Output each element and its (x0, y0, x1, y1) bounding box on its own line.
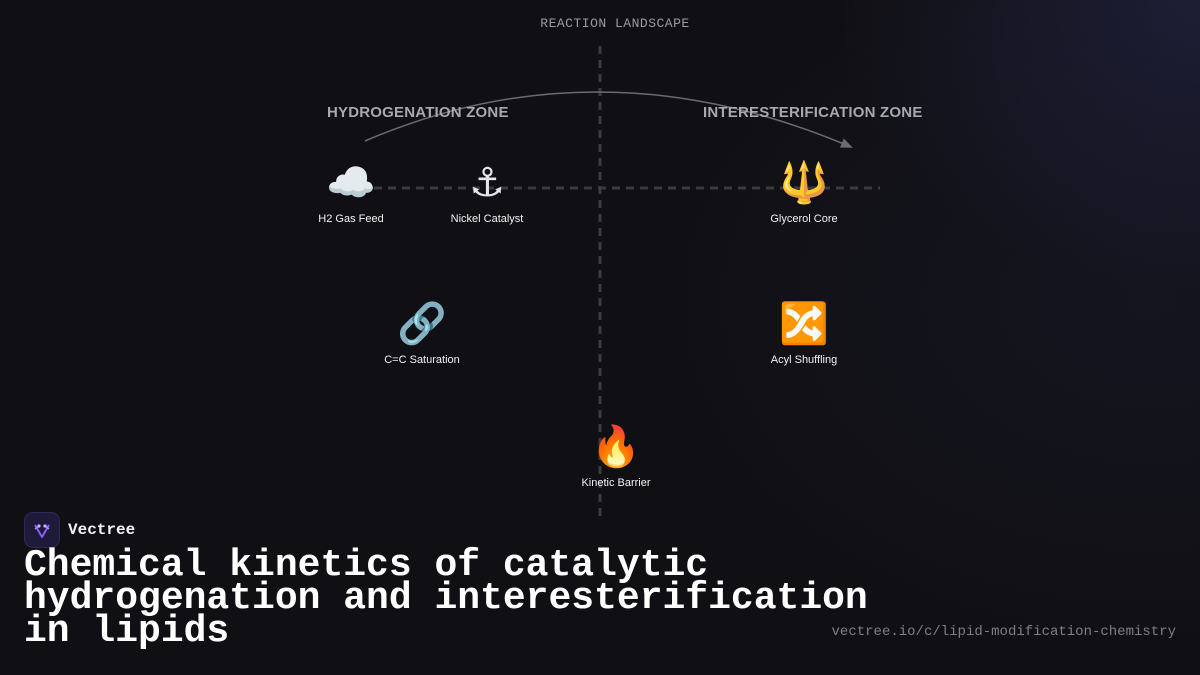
node-nickel-catalyst: ⚓ Nickel Catalyst (427, 159, 547, 225)
node-acyl-shuffling: 🔀 Acyl Shuffling (744, 300, 864, 366)
source-url[interactable]: vectree.io/c/lipid-modification-chemistr… (831, 624, 1176, 640)
cloud-icon: ☁️ (326, 160, 376, 206)
page-title: Chemical kinetics of catalytic hydrogena… (24, 544, 868, 653)
node-glycerol-core: 🔱 Glycerol Core (744, 159, 864, 225)
node-label: Acyl Shuffling (770, 354, 838, 366)
fire-icon: 🔥 (591, 424, 641, 470)
diagram-title: REACTION LANDSCAPE (540, 16, 690, 31)
node-cc-saturation: 🔗 C=C Saturation (362, 300, 482, 366)
node-label: H2 Gas Feed (318, 213, 384, 225)
brand-name: Vectree (68, 521, 136, 539)
trident-icon: 🔱 (779, 160, 829, 206)
node-h2-gas-feed: ☁️ H2 Gas Feed (291, 159, 411, 225)
brand: Vectree (24, 512, 135, 548)
node-label: Kinetic Barrier (581, 477, 651, 489)
shuffle-icon: 🔀 (779, 301, 829, 347)
node-label: Nickel Catalyst (450, 213, 524, 225)
node-label: C=C Saturation (384, 354, 460, 366)
hydrogenation-zone-label: HYDROGENATION ZONE (327, 104, 509, 121)
node-kinetic-barrier: 🔥 Kinetic Barrier (556, 423, 676, 489)
node-label: Glycerol Core (770, 213, 838, 225)
anchor-icon: ⚓ (469, 160, 505, 206)
link-icon: 🔗 (397, 301, 447, 347)
interesterification-zone-label: INTERESTERIFICATION ZONE (703, 104, 923, 121)
flow-arc-arrow (364, 91, 853, 148)
vectree-logo-icon (24, 512, 60, 548)
